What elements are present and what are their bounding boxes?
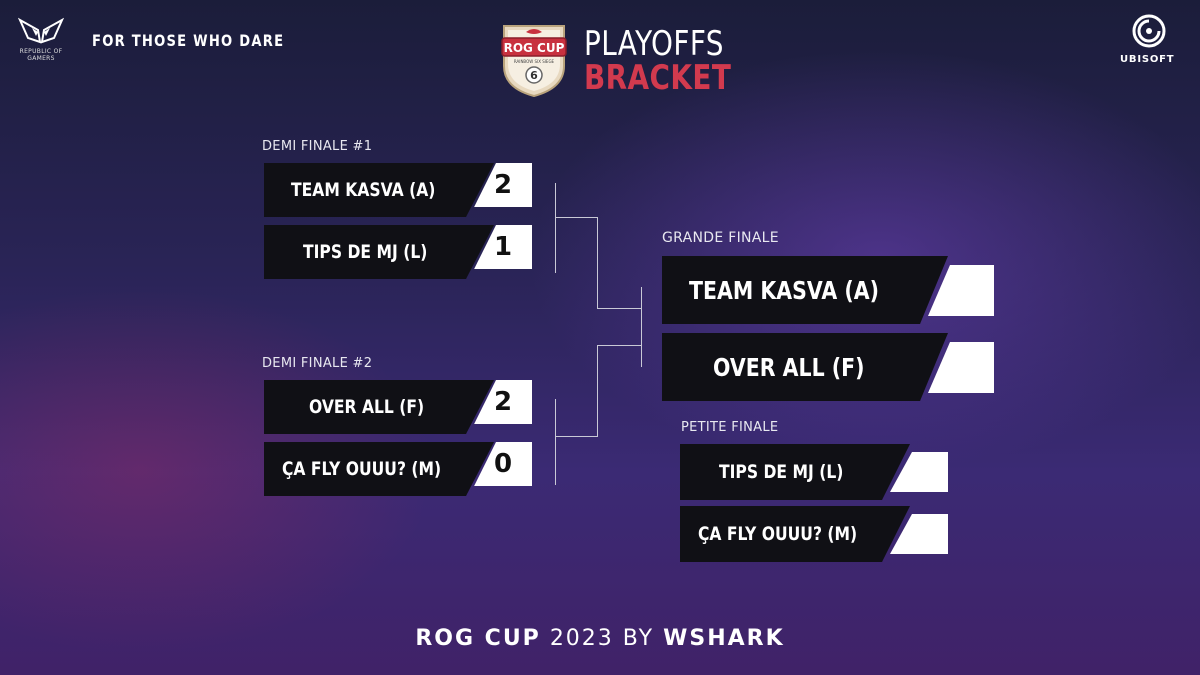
petite-final-label: PETITE FINALE	[681, 420, 779, 435]
semi1-team2-slot[interactable]: TIPS DE MJ (L) 1	[264, 225, 532, 279]
team-name: OVER ALL (F)	[308, 396, 424, 418]
petite-final-team2-name-box: ÇA FLY OUUU? (M)	[680, 506, 910, 562]
grand-final-team2-name-box: OVER ALL (F)	[662, 333, 948, 401]
bracket-line	[555, 399, 556, 485]
rog-cup-emblem-icon: ROG CUP RAINBOW SIX SIEGE 6	[501, 25, 567, 98]
grand-final-team2-slot[interactable]: OVER ALL (F)	[662, 333, 994, 401]
ubisoft-swirl-icon	[1132, 14, 1166, 48]
team-name: TIPS DE MJ (L)	[719, 461, 844, 483]
semi2-team1-slot[interactable]: OVER ALL (F) 2	[264, 380, 532, 434]
emblem-label: ROG CUP	[504, 41, 565, 55]
footer-event: ROG CUP	[415, 626, 541, 651]
petite-final-team1-slot[interactable]: TIPS DE MJ (L)	[680, 444, 948, 500]
footer-credit: ROG CUP 2023 BY WSHARK	[0, 626, 1200, 651]
grand-final-label: GRANDE FINALE	[662, 230, 779, 246]
page-title-line1: PLAYOFFS	[584, 24, 724, 64]
team-name: TEAM KASVA (A)	[290, 179, 436, 201]
team-name: ÇA FLY OUUU? (M)	[281, 458, 442, 480]
bracket-line	[597, 345, 641, 346]
semi1-team1-name-box: TEAM KASVA (A)	[264, 163, 494, 217]
team-name: ÇA FLY OUUU? (M)	[697, 523, 858, 545]
semi1-team2-name-box: TIPS DE MJ (L)	[264, 225, 494, 279]
semi1-team1-slot[interactable]: TEAM KASVA (A) 2	[264, 163, 532, 217]
team-name: TIPS DE MJ (L)	[303, 241, 428, 263]
footer-organizer: WSHARK	[663, 626, 785, 651]
brand-subtitle: REPUBLIC OF GAMERS	[19, 48, 63, 62]
bracket-line	[555, 217, 597, 218]
bracket-line	[555, 436, 597, 437]
semi1-team1-score: 2	[474, 163, 532, 208]
bracket-line	[641, 287, 642, 367]
team-name: TEAM KASVA (A)	[689, 275, 880, 305]
petite-final-team2-slot[interactable]: ÇA FLY OUUU? (M)	[680, 506, 948, 562]
bracket-line	[555, 183, 556, 273]
team-name: OVER ALL (F)	[712, 352, 865, 382]
rog-eye-logo-icon	[18, 17, 64, 44]
semi1-label: DEMI FINALE #1	[262, 139, 373, 154]
emblem-sublabel: RAINBOW SIX SIEGE	[514, 59, 555, 64]
svg-text:6: 6	[530, 69, 538, 82]
bracket-line	[597, 217, 598, 309]
grand-final-team1-name-box: TEAM KASVA (A)	[662, 256, 948, 324]
tagline: FOR THOSE WHO DARE	[92, 31, 285, 50]
bracket-line	[597, 345, 598, 437]
semi2-team1-name-box: OVER ALL (F)	[264, 380, 494, 434]
semi2-label: DEMI FINALE #2	[262, 356, 373, 371]
semi2-team2-slot[interactable]: ÇA FLY OUUU? (M) 0	[264, 442, 532, 496]
page-title-line2: BRACKET	[584, 58, 732, 98]
grand-final-team1-slot[interactable]: TEAM KASVA (A)	[662, 256, 994, 324]
bracket-line	[597, 308, 641, 309]
footer-year: 2023 BY	[549, 626, 655, 651]
partner-name: UBISOFT	[1120, 54, 1175, 65]
petite-final-team1-name-box: TIPS DE MJ (L)	[680, 444, 910, 500]
semi2-team2-name-box: ÇA FLY OUUU? (M)	[264, 442, 494, 496]
